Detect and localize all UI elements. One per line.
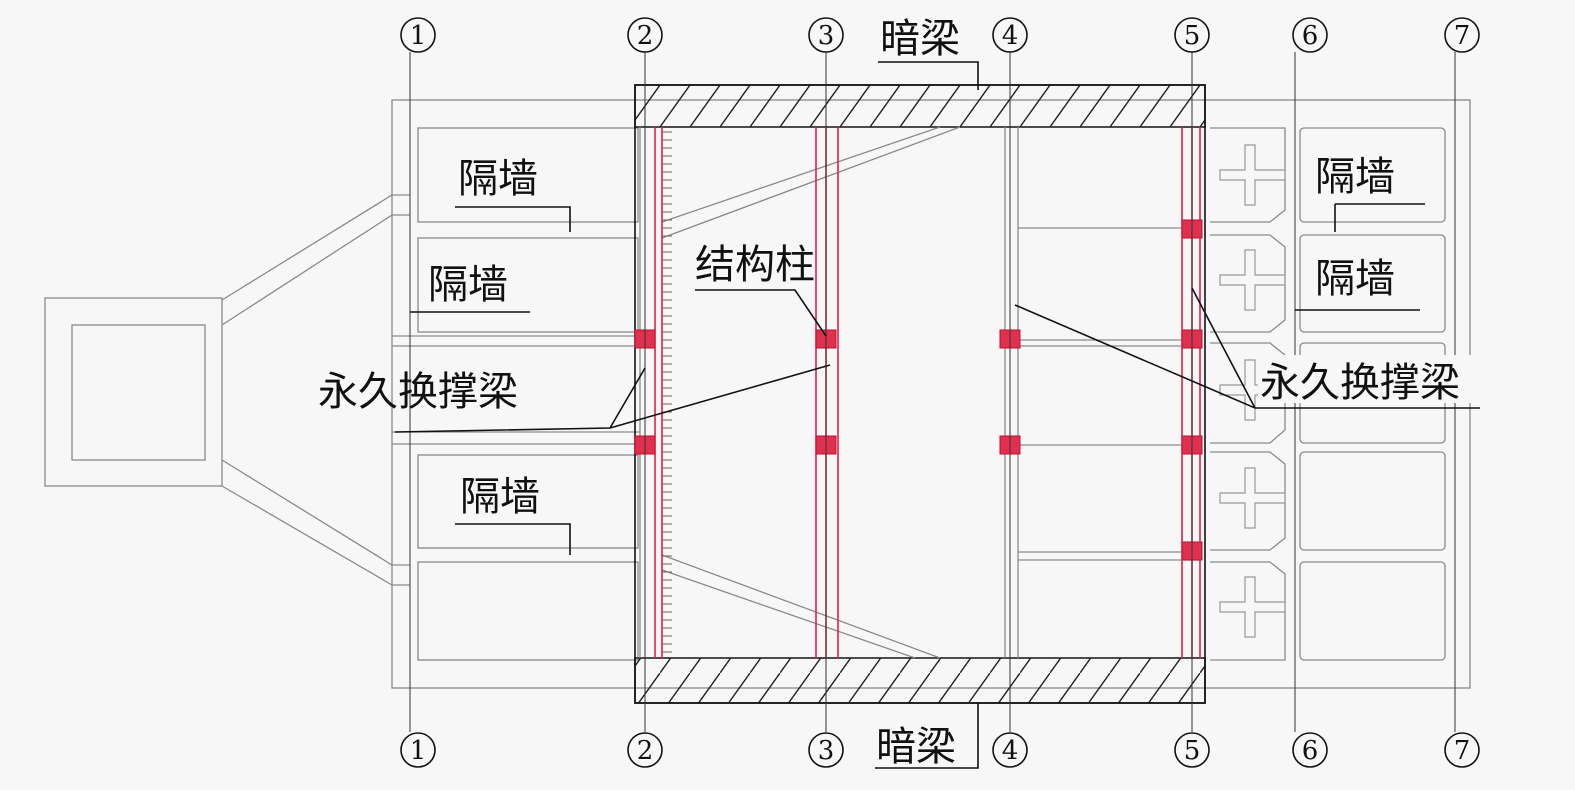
axis-bubbles-bottom: 1 2 3 4 5 6 7: [400, 732, 1480, 768]
hidden-beam-bottom: [634, 657, 1206, 704]
svg-text:7: 7: [1454, 21, 1471, 51]
axis-bubble-1: 1: [400, 732, 436, 768]
label-brace-beam-left: 永久换撑梁: [318, 369, 518, 415]
svg-text:5: 5: [1184, 736, 1201, 766]
axis-bubble-6: 6: [1292, 17, 1328, 53]
axis-bubble-2: 2: [627, 17, 663, 53]
diagonal-braces: [661, 126, 961, 659]
label-partition-left-2: 隔墙: [428, 262, 508, 308]
axis-bubble-5: 5: [1174, 17, 1210, 53]
label-structural-column: 结构柱: [695, 242, 815, 288]
svg-text:7: 7: [1454, 736, 1471, 766]
left-rooms: [392, 127, 640, 661]
axis-bubble-4: 4: [992, 17, 1028, 53]
axis-bubble-3: 3: [808, 17, 844, 53]
svg-text:3: 3: [818, 736, 835, 766]
axis-lines: [409, 52, 1456, 732]
axis-bubble-7: 7: [1444, 732, 1480, 768]
label-partition-right-1: 隔墙: [1315, 154, 1395, 200]
svg-text:5: 5: [1184, 21, 1201, 51]
annotations: 暗梁 暗梁 隔墙 隔墙 隔墙 永久换撑梁 结构柱 隔墙 隔墙 永久换撑梁: [318, 16, 1523, 770]
svg-text:1: 1: [410, 736, 427, 766]
label-partition-left-3: 隔墙: [460, 474, 540, 520]
axis-bubble-4: 4: [992, 732, 1028, 768]
left-shaft: [44, 194, 410, 586]
svg-text:3: 3: [818, 21, 835, 51]
axis-bubble-5: 5: [1174, 732, 1210, 768]
label-hidden-beam-bottom: 暗梁: [876, 724, 956, 770]
main-box: [634, 84, 1206, 704]
svg-text:6: 6: [1302, 21, 1319, 51]
label-brace-beam-right: 永久换撑梁: [1260, 360, 1460, 406]
svg-text:2: 2: [637, 736, 654, 766]
hidden-beam-top: [634, 84, 1206, 128]
label-hidden-beam-top: 暗梁: [880, 16, 960, 62]
axis-bubble-1: 1: [400, 17, 436, 53]
axis-bubble-2: 2: [627, 732, 663, 768]
axis-bubble-6: 6: [1292, 732, 1328, 768]
svg-text:1: 1: [410, 21, 427, 51]
label-partition-left-1: 隔墙: [458, 156, 538, 202]
cross-markers: [1219, 144, 1286, 638]
axis-bubble-3: 3: [808, 732, 844, 768]
svg-text:6: 6: [1302, 736, 1319, 766]
svg-text:2: 2: [637, 21, 654, 51]
label-partition-right-2: 隔墙: [1315, 256, 1395, 302]
axis-bubble-7: 7: [1444, 17, 1480, 53]
svg-text:4: 4: [1002, 736, 1019, 766]
svg-text:4: 4: [1002, 21, 1019, 51]
axis-bubbles-top: 1 2 3 4 5 6 7: [400, 17, 1480, 53]
